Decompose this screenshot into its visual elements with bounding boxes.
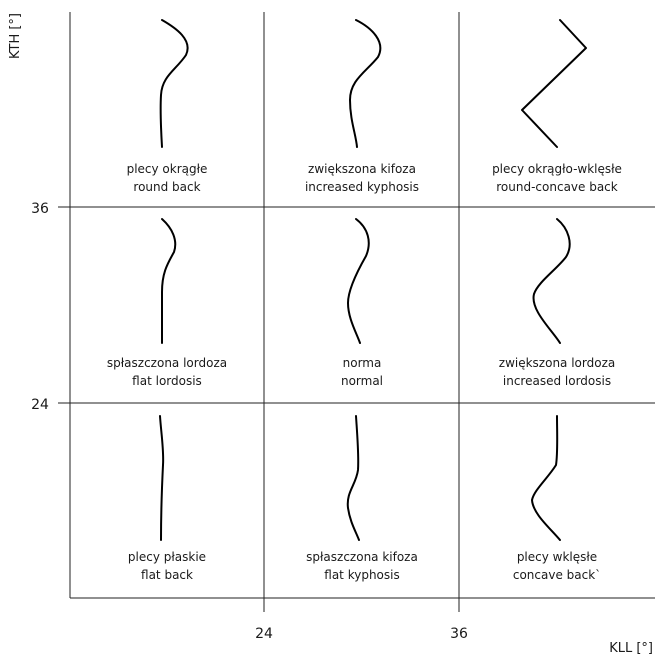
- cell-label-line2: increased lordosis: [503, 374, 611, 388]
- cell-label-line2: increased kyphosis: [305, 180, 419, 194]
- cell-label-line2: normal: [341, 374, 383, 388]
- spine-flat-kyphosis: [346, 415, 360, 541]
- cell-label-line2: round-concave back: [496, 180, 618, 194]
- x-axis-title: KLL [°]: [609, 641, 653, 656]
- cell-label-line1: plecy płaskie: [128, 550, 206, 564]
- spine-increased-lordosis: [532, 218, 571, 344]
- cell-label-line2: round back: [133, 180, 200, 194]
- cell-label-line2: flat back: [141, 568, 193, 582]
- spine-curves: [159, 19, 587, 541]
- cell-label-line1: spłaszczona kifoza: [306, 550, 418, 564]
- grid: [58, 12, 655, 612]
- spine-flat-back: [159, 415, 165, 541]
- spine-round-back: [159, 19, 189, 148]
- cell-label-line1: zwiększona kifoza: [308, 162, 416, 176]
- y-tick-label: 24: [31, 397, 49, 413]
- cell-label-line1: zwiększona lordoza: [499, 356, 615, 370]
- y-tick-label: 36: [31, 201, 49, 217]
- cell-labels: plecy okrągłe round back zwiększona kifo…: [107, 162, 622, 582]
- spine-flat-lordosis: [161, 218, 177, 344]
- spine-round-concave-back: [521, 19, 587, 148]
- x-tick-label: 36: [450, 626, 468, 642]
- spine-concave-back: [531, 415, 561, 541]
- cell-label-line1: plecy okrągło-wklęsłe: [492, 162, 622, 176]
- cell-label-line2: flat kyphosis: [324, 568, 399, 582]
- y-axis-title: KTH [°]: [8, 13, 23, 59]
- x-tick-label: 24: [255, 626, 273, 642]
- cell-label-line2: concave back`: [513, 568, 601, 582]
- cell-label-line1: plecy okrągłe: [127, 162, 208, 176]
- cell-label-line1: spłaszczona lordoza: [107, 356, 227, 370]
- cell-label-line2: flat lordosis: [132, 374, 202, 388]
- cell-label-line1: norma: [343, 356, 382, 370]
- spine-normal: [347, 218, 370, 344]
- cell-label-line1: plecy wklęsłe: [517, 550, 597, 564]
- spine-increased-kyphosis: [349, 19, 382, 148]
